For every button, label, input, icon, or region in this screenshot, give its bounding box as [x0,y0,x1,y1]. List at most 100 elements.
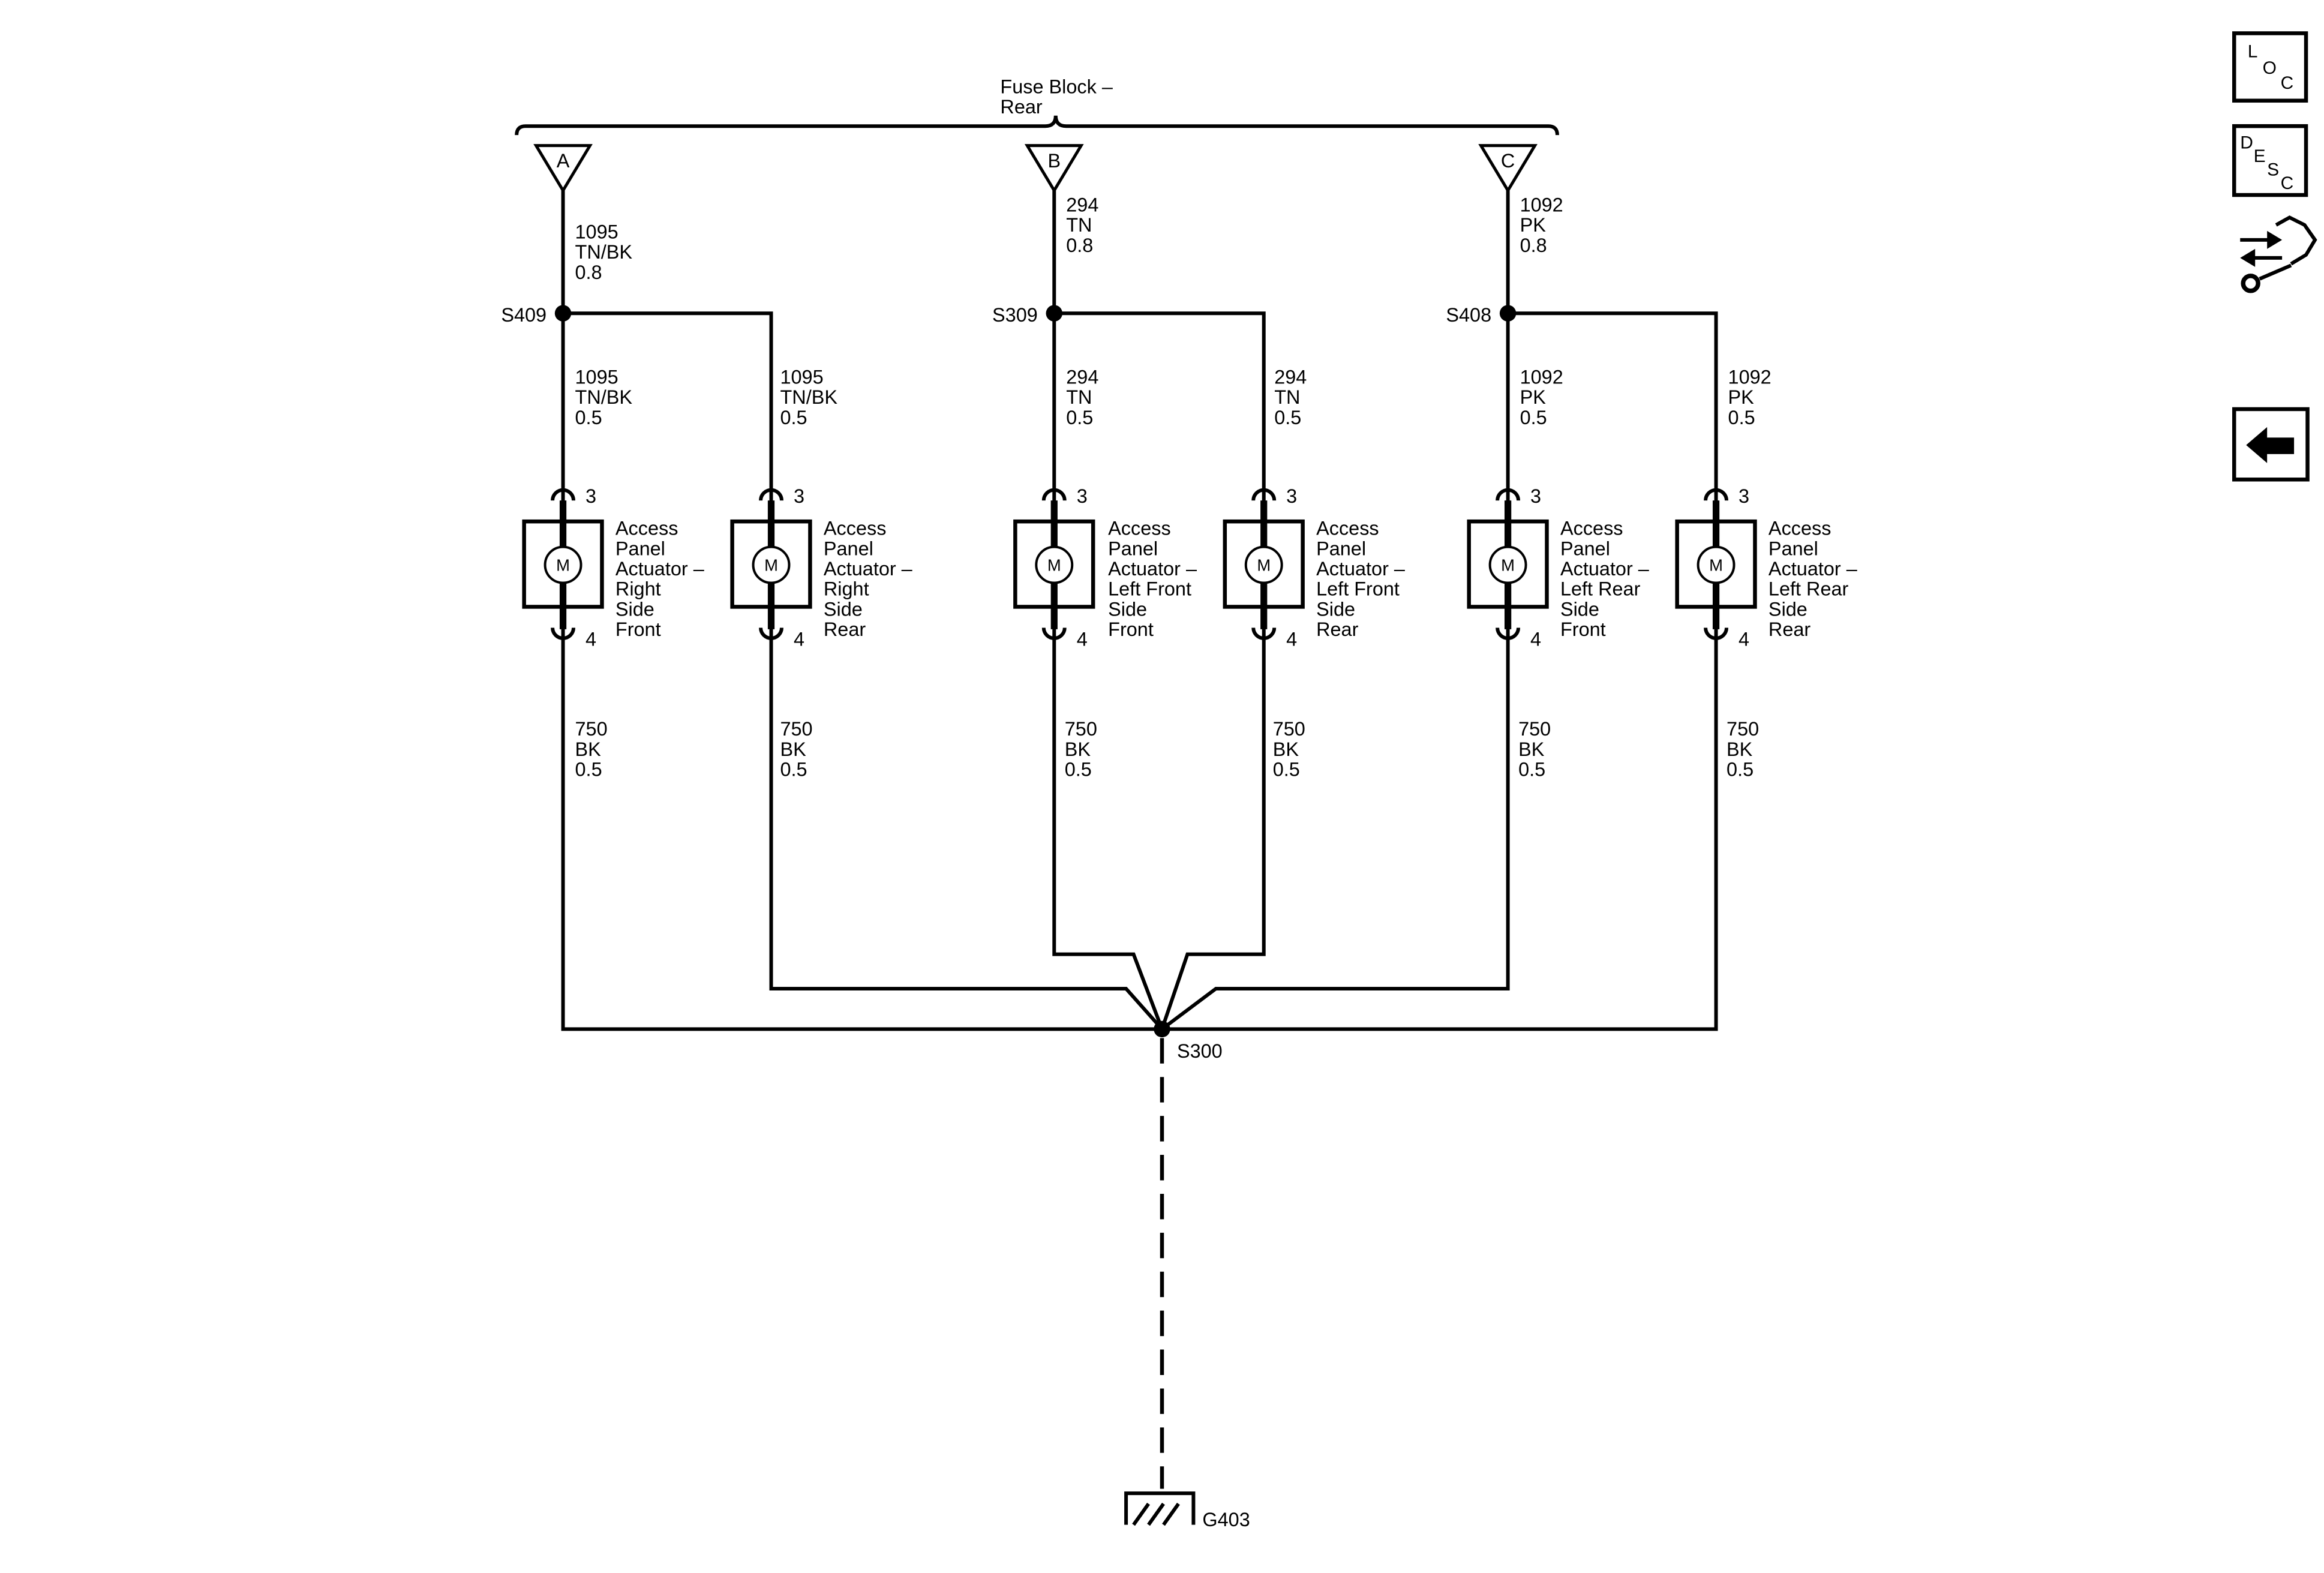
pin-4-label: 4 [794,628,804,650]
supply-wire-circuit: 294 [1066,367,1098,388]
splice-s409-dot [554,305,572,322]
motor-symbol-label: M [1709,556,1723,575]
motor-symbol-circle [752,545,791,584]
actuator-name-line: Access [1560,518,1623,539]
back-button[interactable] [2232,407,2310,482]
branch-wire-s409 [563,311,773,522]
actuator-name-line: Rear [1768,619,1811,640]
ground-g403: G403 [1124,1491,1250,1530]
actuator-name-line: Rear [824,619,866,640]
ground-wire-3 [1052,607,1164,1030]
supply-wire-color: TN [1066,386,1092,408]
ground-wire-circuit: 750 [780,718,812,740]
splice-s408-label: S408 [1446,304,1491,326]
loc-icon[interactable] [2232,31,2308,103]
pin-4-label: 4 [585,628,596,650]
ground-wire-circuit: 750 [1273,718,1305,740]
actuator-name-line: Right [615,578,661,600]
connector-end-view-button[interactable] [2240,215,2317,293]
actuator-name-line: Actuator – [1316,558,1406,580]
actuator-name-line: Side [1560,598,1599,620]
pin-4-terminal [1704,628,1729,640]
pin-4-terminal [1041,628,1067,640]
motor-symbol-label: M [1047,556,1061,575]
branch-wire-s408 [1508,311,1718,522]
splice-s408-dot [1499,305,1517,322]
fuse-block-connector-a: A 1095 TN/BK 0.8 S409 [501,144,632,326]
actuator-name-line: Panel [1316,538,1366,559]
splice-s300-label: S300 [1177,1040,1223,1062]
ground-wire-color: BK [780,739,806,760]
motor-symbol-circle [1488,545,1527,584]
pin-4-label: 4 [1530,628,1541,650]
motor-symbol-circle [1697,545,1736,584]
connector-a-letter: A [557,150,570,172]
actuator-name-line: Side [615,598,654,620]
ground-symbol-icon [1124,1491,1196,1526]
actuator-name-line: Actuator – [1108,558,1197,580]
pin-3-terminal [1704,488,1729,501]
splice-s309-dot [1046,305,1063,322]
feed-wire-a-size: 0.8 [575,262,602,283]
access-panel-actuator-left-rear-side-rear: 1092 PK 0.5 3 M 4 Access Panel Actuator … [1675,367,1858,781]
actuator-name-line: Access [824,518,887,539]
supply-wire-size: 0.5 [780,407,807,428]
desc-button[interactable]: D E S C [2232,124,2308,197]
wiring [561,190,1718,1489]
pin-3-terminal [1496,488,1521,501]
ground-wire-color: BK [1518,739,1545,760]
wrench-connector-icon[interactable] [2240,215,2317,293]
actuator-name-line: Access [1768,518,1831,539]
ground-wire-size: 0.5 [575,759,602,781]
ground-wire-4 [1160,607,1266,1030]
motor-symbol-label: M [764,556,778,575]
actuator-name-line: Front [1108,619,1154,640]
supply-wire-circuit: 294 [1274,367,1307,388]
ground-wire-size: 0.5 [1065,759,1092,781]
connector-b-letter: B [1047,150,1061,172]
branch-wire-s309 [1054,311,1266,522]
loc-button[interactable]: L O C [2232,31,2308,103]
ground-wire-1 [561,607,1162,1031]
access-panel-actuator-left-front-side-rear: 294 TN 0.5 3 M 4 Access Panel Actuator –… [1223,367,1406,781]
actuator-name-line: Actuator – [615,558,705,580]
feed-wire-c-color: PK [1520,214,1547,236]
motor-symbol-circle [1035,545,1074,584]
actuator-name-line: Access [1108,518,1171,539]
pin-4-terminal [551,628,576,640]
supply-wire-size: 0.5 [1066,407,1093,428]
pin-3-terminal [759,488,783,501]
ground-g403-label: G403 [1202,1509,1250,1530]
loc-letter: O [2263,58,2277,78]
pin-3-label: 3 [1286,485,1297,507]
feed-wire-b-color: TN [1066,214,1092,236]
actuator-name-line: Side [1768,598,1807,620]
supply-wire-circuit: 1092 [1520,367,1563,388]
motor-symbol-label: M [1257,556,1271,575]
pin-4-label: 4 [1286,628,1297,650]
access-panel-actuator-left-front-side-front: 294 TN 0.5 3 M 4 Access Panel Actuator –… [1013,367,1197,781]
actuator-name-line: Panel [615,538,665,559]
desc-icon[interactable] [2232,124,2308,197]
supply-wire-color: TN/BK [780,386,837,408]
actuator-name-line: Left Rear [1768,578,1849,600]
supply-wire-circuit: 1095 [780,367,823,388]
ground-wire-color: BK [1065,739,1091,760]
ground-wire-color: BK [1727,739,1753,760]
connector-a-triangle [533,144,593,194]
pin-4-terminal [759,628,783,640]
actuator-name-line: Left Rear [1560,578,1641,600]
actuator-name-line: Front [1560,619,1606,640]
pin-4-label: 4 [1077,628,1088,650]
loc-letter: C [2281,73,2294,93]
ground-wire-color: BK [1273,739,1299,760]
back-arrow-icon[interactable] [2246,427,2295,463]
fuse-block-connector-c: C 1092 PK 0.8 S408 [1446,144,1563,326]
supply-wire-color: PK [1520,386,1547,408]
ground-wire-size: 0.5 [1273,759,1300,781]
supply-wire-size: 0.5 [1274,407,1301,428]
actuator-name-line: Panel [1108,538,1158,559]
actuator-name-line: Side [1108,598,1147,620]
pin-4-label: 4 [1739,628,1749,650]
actuator-name-line: Side [1316,598,1355,620]
